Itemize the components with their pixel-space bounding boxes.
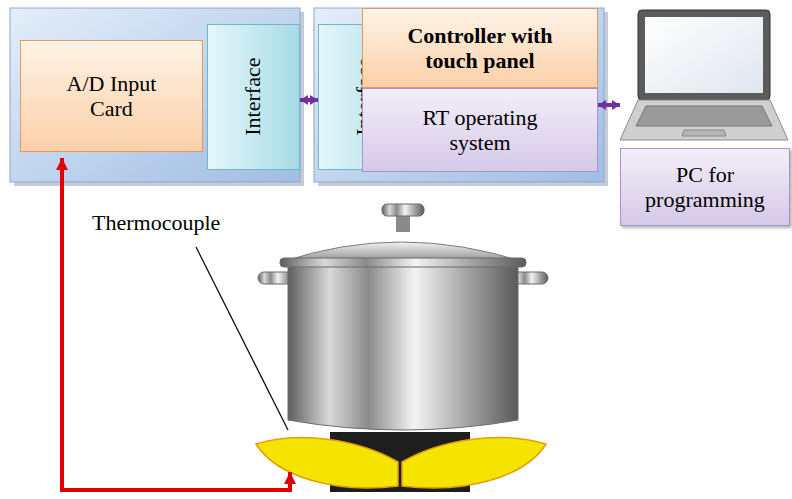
- leader-line: [196, 247, 288, 430]
- node-text: A/D Input Card: [52, 71, 172, 122]
- flame: [402, 438, 546, 488]
- flames: [256, 438, 546, 488]
- flame: [256, 438, 398, 488]
- controller-panel: [314, 8, 604, 182]
- laptop-base: [620, 100, 788, 140]
- card-box: A/D Input Card: [20, 40, 203, 152]
- pc-node: PC for programming: [620, 8, 790, 226]
- os-box: RT operating system: [362, 88, 598, 172]
- node-text: Interface: [241, 58, 266, 136]
- laptop-screen: [645, 17, 763, 93]
- pot-body: [288, 262, 518, 430]
- controller-box: Controller with touch panel: [362, 8, 598, 88]
- node-text: PC for programming: [640, 162, 770, 213]
- node-text: Controller with touch panel: [393, 23, 568, 74]
- card-panel: [10, 8, 300, 182]
- thermocouple-label: Thermocouple: [92, 210, 220, 235]
- pot-knob: [382, 204, 424, 216]
- laptop-screen-frame: [638, 10, 770, 100]
- pot-lid-rim: [280, 258, 526, 267]
- pc-label-box: PC for programming: [620, 148, 790, 226]
- bidirectional-arrow: [598, 103, 620, 107]
- interface-box: Interface: [207, 24, 300, 170]
- bidirectional-arrow: [300, 98, 318, 102]
- thermocouple-wire: [62, 158, 290, 490]
- pot-knob-stem: [396, 214, 410, 232]
- laptop-keyboard: [636, 106, 772, 126]
- laptop-icon: [620, 10, 788, 140]
- pot-illustration: [258, 204, 548, 430]
- laptop-touchpad: [682, 130, 726, 136]
- node-text: RT operating system: [410, 105, 550, 156]
